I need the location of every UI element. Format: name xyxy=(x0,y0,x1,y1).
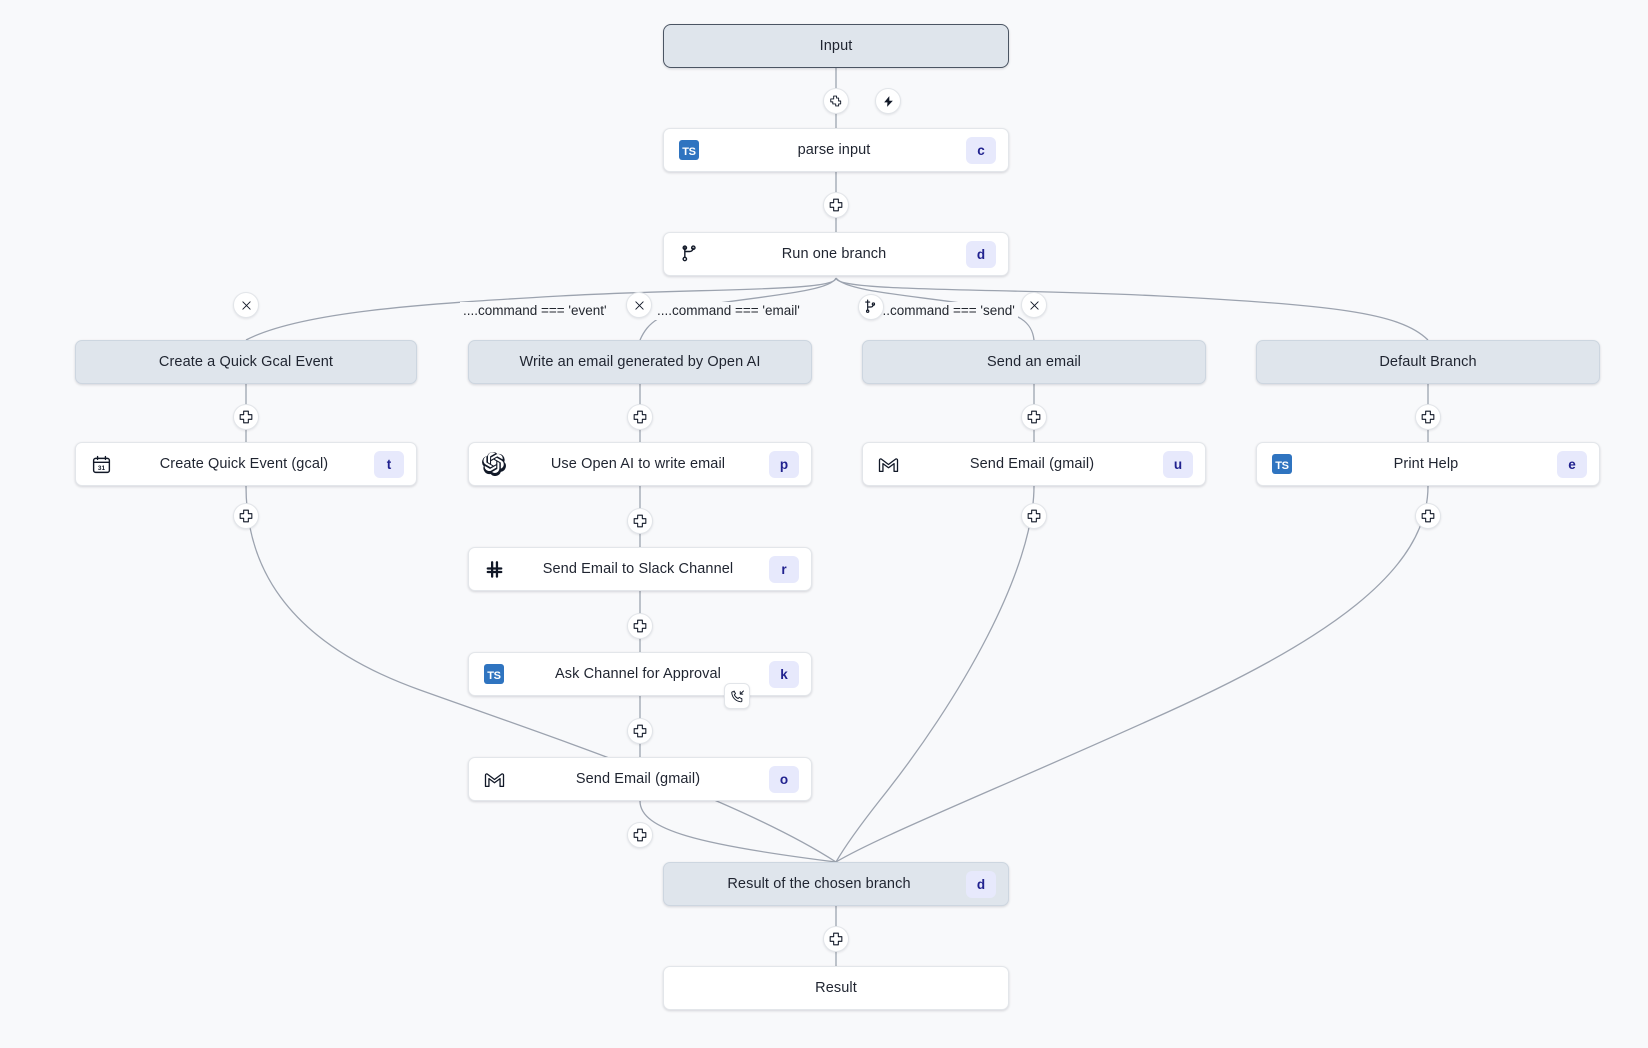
node-send-email-slack-label: Send Email to Slack Channel xyxy=(542,561,734,577)
branch-header-2-label: Send an email xyxy=(987,354,1081,370)
openai-icon xyxy=(479,449,509,479)
node-use-openai-label: Use Open AI to write email xyxy=(550,456,726,472)
plus-cross-icon xyxy=(633,619,647,633)
callback-icon[interactable] xyxy=(724,683,750,709)
node-use-openai[interactable]: Use Open AI to write email p xyxy=(468,442,812,486)
typescript-icon: TS xyxy=(479,659,509,689)
node-print-help-badge[interactable]: e xyxy=(1555,450,1589,478)
branch-plus-icon xyxy=(865,299,876,313)
branch-header-0-label: Create a Quick Gcal Event xyxy=(158,354,334,370)
add-step-button[interactable] xyxy=(627,718,653,744)
node-result-of-chosen-branch[interactable]: Result of the chosen branch d xyxy=(663,862,1009,906)
node-send-email-gmail-branch2-badge[interactable]: u xyxy=(1161,450,1195,478)
add-step-button[interactable] xyxy=(823,192,849,218)
gmail-icon xyxy=(479,764,509,794)
node-ask-channel-approval-label: Ask Channel for Approval xyxy=(554,666,722,682)
node-send-email-gmail-branch1-label: Send Email (gmail) xyxy=(575,771,701,787)
node-send-email-gmail-branch2[interactable]: Send Email (gmail) u xyxy=(862,442,1206,486)
add-step-button[interactable] xyxy=(627,613,653,639)
node-create-quick-event-badge[interactable]: t xyxy=(372,450,406,478)
branch-condition-1: ....command === 'email' xyxy=(654,302,803,320)
remove-branch-button[interactable] xyxy=(1021,292,1047,318)
node-send-email-slack-badge[interactable]: r xyxy=(767,555,801,583)
node-run-one-branch-label: Run one branch xyxy=(781,246,887,262)
branch-header-0[interactable]: Create a Quick Gcal Event xyxy=(75,340,417,384)
trigger-button[interactable] xyxy=(875,88,901,114)
branch-header-3-label: Default Branch xyxy=(1379,354,1477,370)
plus-cross-icon xyxy=(239,509,253,523)
node-create-quick-event-label: Create Quick Event (gcal) xyxy=(159,456,329,472)
gmail-icon xyxy=(873,449,903,479)
branch-header-3[interactable]: Default Branch xyxy=(1256,340,1600,384)
node-send-email-gmail-branch2-label: Send Email (gmail) xyxy=(969,456,1095,472)
remove-branch-button[interactable] xyxy=(233,292,259,318)
branch-header-1-label: Write an email generated by Open AI xyxy=(519,354,761,370)
typescript-icon: TS xyxy=(674,135,704,165)
node-send-email-slack[interactable]: Send Email to Slack Channel r xyxy=(468,547,812,591)
node-use-openai-badge[interactable]: p xyxy=(767,450,801,478)
node-send-email-gmail-branch1-badge[interactable]: o xyxy=(767,765,801,793)
plus-cross-icon xyxy=(633,724,647,738)
plus-cross-icon xyxy=(1027,509,1041,523)
node-print-help[interactable]: TS Print Help e xyxy=(1256,442,1600,486)
node-parse-input-label: parse input xyxy=(797,142,871,158)
plus-cross-icon xyxy=(830,95,842,107)
node-input-label: Input xyxy=(819,38,853,54)
remove-branch-button[interactable] xyxy=(626,292,652,318)
add-branch-button[interactable] xyxy=(858,294,884,320)
branch-header-2[interactable]: Send an email xyxy=(862,340,1206,384)
add-step-button[interactable] xyxy=(627,404,653,430)
svg-text:31: 31 xyxy=(97,465,105,472)
add-step-button[interactable] xyxy=(1415,404,1441,430)
add-step-button[interactable] xyxy=(1021,404,1047,430)
node-print-help-label: Print Help xyxy=(1393,456,1459,472)
add-step-button[interactable] xyxy=(627,508,653,534)
branch-header-1[interactable]: Write an email generated by Open AI xyxy=(468,340,812,384)
node-parse-input[interactable]: TS parse input c xyxy=(663,128,1009,172)
branch-condition-2: ....command === 'send' xyxy=(872,302,1018,320)
close-icon xyxy=(1029,300,1039,310)
close-icon xyxy=(241,300,251,310)
node-ask-channel-approval[interactable]: TS Ask Channel for Approval k xyxy=(468,652,812,696)
calendar-icon: 31 xyxy=(86,449,116,479)
node-result-label: Result xyxy=(815,980,857,996)
node-send-email-gmail-branch1[interactable]: Send Email (gmail) o xyxy=(468,757,812,801)
plus-cross-icon xyxy=(239,410,253,424)
phone-incoming-icon xyxy=(730,690,744,702)
node-run-one-branch-badge[interactable]: d xyxy=(964,240,998,268)
add-step-button[interactable] xyxy=(823,926,849,952)
add-step-button[interactable] xyxy=(1415,503,1441,529)
plus-cross-icon xyxy=(1027,410,1041,424)
plus-cross-icon xyxy=(829,932,843,946)
node-ask-channel-approval-badge[interactable]: k xyxy=(767,660,801,688)
plus-cross-icon xyxy=(633,828,647,842)
add-step-button[interactable] xyxy=(233,503,259,529)
plus-cross-icon xyxy=(1421,509,1435,523)
branch-condition-0: ....command === 'event' xyxy=(460,302,610,320)
plus-cross-icon xyxy=(633,514,647,528)
close-icon xyxy=(634,300,644,310)
add-step-button[interactable] xyxy=(1021,503,1047,529)
node-create-quick-event[interactable]: 31 Create Quick Event (gcal) t xyxy=(75,442,417,486)
plus-cross-icon xyxy=(633,410,647,424)
node-parse-input-badge[interactable]: c xyxy=(964,136,998,164)
node-result-of-chosen-branch-badge[interactable]: d xyxy=(964,870,998,898)
plus-cross-icon xyxy=(829,198,843,212)
node-result-of-chosen-branch-label: Result of the chosen branch xyxy=(727,876,911,892)
branch-icon xyxy=(674,239,704,269)
lightning-bolt-icon xyxy=(883,95,893,107)
slack-icon xyxy=(479,554,509,584)
add-step-button[interactable] xyxy=(233,404,259,430)
node-run-one-branch[interactable]: Run one branch d xyxy=(663,232,1009,276)
typescript-icon: TS xyxy=(1267,449,1297,479)
node-input[interactable]: Input xyxy=(663,24,1009,68)
add-step-button[interactable] xyxy=(823,88,849,114)
plus-cross-icon xyxy=(1421,410,1435,424)
add-step-button[interactable] xyxy=(627,822,653,848)
node-result[interactable]: Result xyxy=(663,966,1009,1010)
